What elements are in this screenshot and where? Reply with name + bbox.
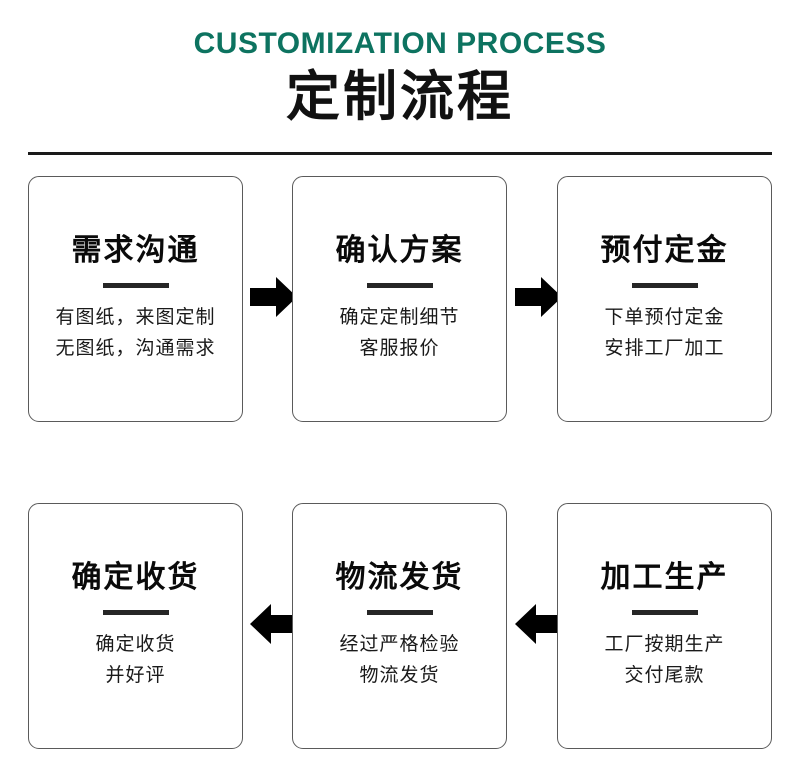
step-title: 确认方案 [335,233,464,268]
step-title-rule [102,283,169,288]
header-divider [28,152,772,155]
step-description-line: 客服报价 [359,337,440,359]
step-description-line: 有图纸，来图定制 [55,306,216,328]
step-description: 确定定制细节 客服报价 [339,302,459,364]
process-flow: 需求沟通 有图纸，来图定制 无图纸，沟通需求 确认方案 确定定制细节 客服报价 [0,176,800,751]
step-title: 需求沟通 [71,233,200,268]
page-title-english: CUSTOMIZATION PROCESS [193,27,607,60]
step-description: 下单预付定金 安排工厂加工 [604,302,724,364]
arrow-left-icon [515,601,563,647]
step-title-rule [631,610,698,615]
step-description-line: 并好评 [105,664,166,686]
step-description: 经过严格检验 物流发货 [339,629,459,691]
step-description-line: 无图纸，沟通需求 [55,337,216,359]
process-row-bottom: 确定收货 确定收货 并好评 物流发货 经过严格检验 物流发货 [0,503,800,751]
step-description: 工厂按期生产 交付尾款 [604,629,724,691]
page-title-chinese: 定制流程 [286,63,514,128]
arrow-left-icon [250,601,298,647]
step-description-line: 经过严格检验 [339,633,460,655]
process-row-top: 需求沟通 有图纸，来图定制 无图纸，沟通需求 确认方案 确定定制细节 客服报价 [0,176,800,424]
process-step-card-6[interactable]: 确定收货 确定收货 并好评 [28,503,243,749]
page-header: CUSTOMIZATION PROCESS 定制流程 [0,0,800,126]
step-title: 加工生产 [600,560,729,595]
step-title-rule [366,283,433,288]
step-description-line: 安排工厂加工 [604,337,725,359]
step-title-rule [366,610,433,615]
process-step-card-3[interactable]: 预付定金 下单预付定金 安排工厂加工 [557,176,772,422]
process-step-card-2[interactable]: 确认方案 确定定制细节 客服报价 [292,176,507,422]
step-title-rule [631,283,698,288]
step-description-line: 下单预付定金 [604,306,725,328]
step-title: 确定收货 [71,560,200,595]
step-title-rule [102,610,169,615]
arrow-right-icon [250,274,298,320]
step-description-line: 确定定制细节 [339,306,460,328]
step-description-line: 交付尾款 [624,664,705,686]
arrow-right-icon [515,274,563,320]
step-description-line: 物流发货 [359,664,440,686]
step-description-line: 确定收货 [95,633,176,655]
step-description-line: 工厂按期生产 [604,633,725,655]
step-description: 确定收货 并好评 [95,629,175,691]
process-step-card-1[interactable]: 需求沟通 有图纸，来图定制 无图纸，沟通需求 [28,176,243,422]
process-step-card-4[interactable]: 加工生产 工厂按期生产 交付尾款 [557,503,772,749]
step-description: 有图纸，来图定制 无图纸，沟通需求 [55,302,215,364]
process-step-card-5[interactable]: 物流发货 经过严格检验 物流发货 [292,503,507,749]
step-title: 预付定金 [600,233,729,268]
step-title: 物流发货 [335,560,464,595]
